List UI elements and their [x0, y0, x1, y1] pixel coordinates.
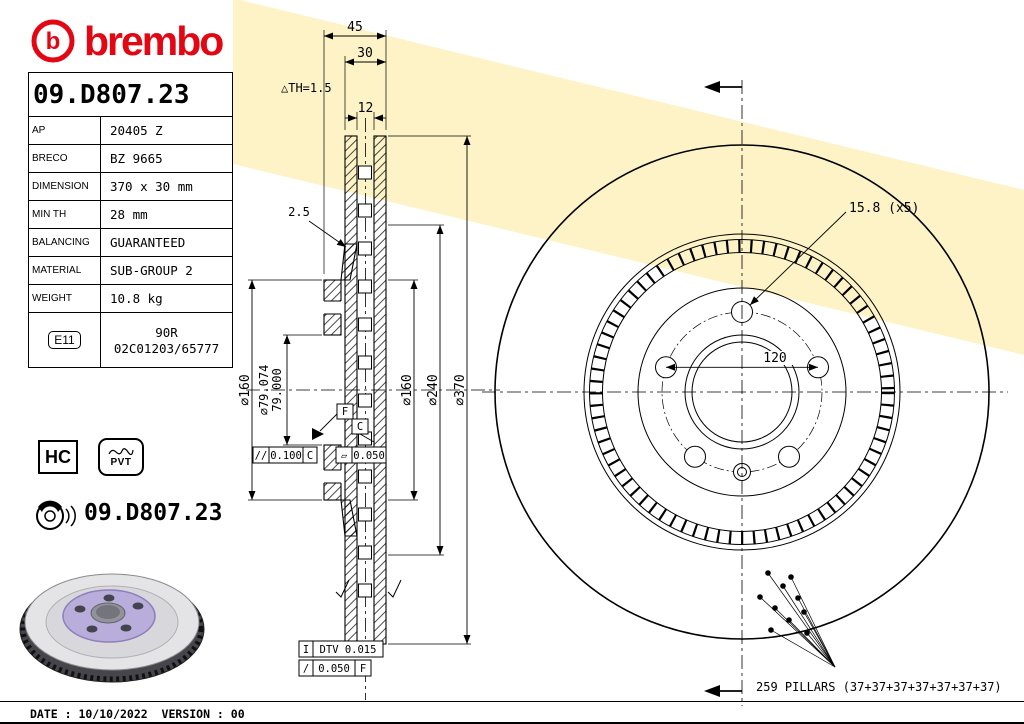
dim-vent-width: 12 — [358, 101, 374, 116]
spec-label: WEIGHT — [29, 285, 101, 313]
spec-grid: AP 20405 Z BRECO BZ 9665 DIMENSION 370 x… — [28, 116, 233, 368]
dim-bolt-circle: 120 — [763, 351, 786, 366]
spec-value: 20405 Z — [101, 117, 232, 145]
inboard-plate-section — [344, 135, 358, 645]
spec-label: BALANCING — [29, 229, 101, 257]
tolerance-frame-dtv: I DTV 0.015 — [298, 640, 384, 658]
brembo-logo-letter: b — [46, 28, 61, 55]
bolt-circle — [661, 311, 823, 473]
dim-ring-width: 30 — [357, 46, 373, 61]
brembo-logo: b brembo — [28, 10, 233, 72]
runout-datum: F — [360, 663, 366, 675]
part-number-repeat: 09.D807.23 — [84, 500, 223, 526]
brembo-wordmark: brembo — [84, 17, 224, 64]
surface-finish-mark-left — [335, 579, 350, 598]
spec-label: DIMENSION — [29, 173, 101, 201]
spec-panel: b brembo 09.D807.23 AP 20405 Z BRECO BZ … — [28, 10, 233, 532]
part-number: 09.D807.23 — [28, 72, 233, 116]
disc-photo-bolt-holes — [74, 594, 144, 633]
spec-value: 370 x 30 mm — [101, 173, 232, 201]
e11-cell: E11 — [29, 313, 101, 367]
brembo-logo-icon: b — [31, 19, 75, 63]
pvt-badge: PVT — [98, 438, 144, 476]
stud-hole-bottom — [322, 470, 343, 483]
parallelism-symbol: // — [255, 450, 268, 462]
dtv-symbol: I — [303, 644, 309, 656]
dim-wear-limit: △TH=1.5 — [281, 81, 332, 95]
pillar-dots — [757, 570, 810, 636]
spec-value: SUB-GROUP 2 — [101, 257, 232, 285]
dim-bolt-holes: 15.8 (x5) — [849, 201, 919, 216]
spec-label: MATERIAL — [29, 257, 101, 285]
datum-triangle-f — [312, 428, 324, 440]
section-view: 45 30 △TH=1.5 12 2.5 ⌀160 ⌀79.074 79.000 — [238, 20, 500, 700]
spec-value: BZ 9665 — [101, 145, 232, 173]
certification-badges: HC PVT — [38, 438, 233, 476]
dim-wall-thickness: 2.5 — [288, 205, 310, 219]
pillar-callout — [759, 572, 836, 668]
bcd-label-bg — [757, 351, 793, 365]
dia-friction-inner: ⌀240 — [426, 374, 441, 405]
flatness-symbol: ▱ — [341, 450, 348, 462]
dim-total-width: 45 — [347, 20, 363, 35]
datum-f-label: F — [342, 406, 348, 418]
dia-inner: ⌀160 — [400, 374, 415, 405]
pvt-squiggle-icon — [108, 447, 134, 455]
datum-box-f — [336, 403, 354, 420]
dia-bore-min: 79.000 — [270, 368, 284, 411]
homologation-line1: 90R — [155, 324, 178, 340]
dia-bore-max: ⌀79.074 — [257, 365, 271, 416]
datum-box-c — [351, 418, 369, 435]
parallelism-datum: C — [307, 450, 313, 462]
pvt-label: PVT — [110, 456, 132, 468]
yellow-band — [233, 0, 1024, 355]
spec-value: 10.8 kg — [101, 285, 232, 313]
hc-badge: HC — [38, 440, 78, 474]
runout-value: 0.050 — [318, 663, 350, 675]
parallelism-value: 0.100 — [270, 450, 302, 462]
section-arrow-bottom — [704, 685, 720, 697]
outboard-plate-section — [373, 135, 387, 645]
tolerance-frame-flatness: ▱ 0.050 — [335, 446, 387, 464]
datum-c-label: C — [357, 421, 363, 433]
brake-disc-icon — [36, 500, 76, 530]
front-view: 120 15.8 (x5) — [482, 80, 1008, 706]
flatness-value: 0.050 — [353, 450, 385, 462]
tolerance-frame-parallelism: // 0.100 C — [252, 446, 318, 464]
spec-label: BRECO — [29, 145, 101, 173]
surface-finish-mark-right — [387, 579, 402, 598]
e11-badge: E11 — [48, 331, 81, 349]
spec-value: 28 mm — [101, 201, 232, 229]
section-arrow-top — [704, 81, 720, 93]
dtv-value: DTV 0.015 — [320, 644, 377, 656]
spec-label: AP — [29, 117, 101, 145]
vent-pillars-section — [358, 165, 372, 598]
footer-divider — [0, 701, 1024, 702]
spec-label: MIN TH — [29, 201, 101, 229]
footer-date: DATE : 10/10/2022 VERSION : 00 — [30, 707, 245, 721]
homologation-value: 90R 02C01203/65777 — [101, 313, 232, 367]
dia-hat: ⌀160 — [238, 374, 253, 405]
tolerance-frame-runout: / 0.050 F — [298, 659, 372, 677]
disc-photo — [19, 573, 205, 683]
part-number-repeat-row: 09.D807.23 — [30, 494, 233, 532]
pillars-note: 259 PILLARS (37+37+37+37+37+37+37) — [756, 680, 1002, 694]
homologation-line2: 02C01203/65777 — [113, 340, 220, 356]
spec-value: GUARANTEED — [101, 229, 232, 257]
runout-symbol: / — [303, 663, 309, 675]
stud-hole-top — [322, 301, 343, 314]
dia-outer: ⌀370 — [453, 374, 468, 405]
